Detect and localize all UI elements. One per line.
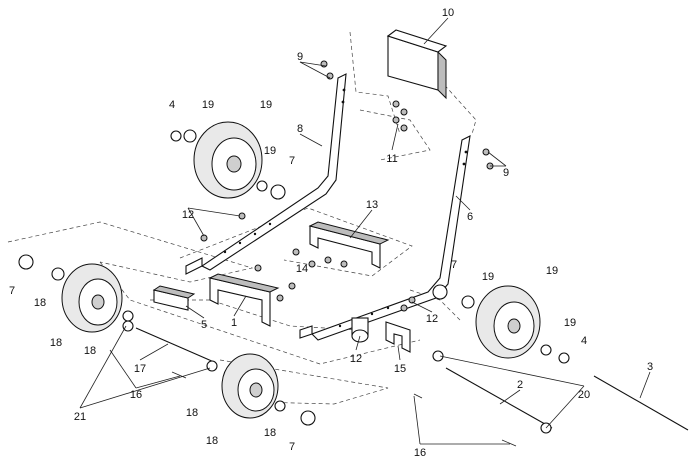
- callout-c8: 8: [297, 123, 303, 135]
- callout-c18a: 18: [34, 297, 46, 309]
- callout-c10: 10: [442, 7, 454, 19]
- wheel-bottom: [221, 353, 279, 419]
- callout-c9a: 9: [297, 51, 303, 63]
- callout-c18f: 18: [264, 427, 276, 439]
- callout-c20: 20: [578, 389, 590, 401]
- bracket-1: [208, 273, 280, 327]
- callout-c19b: 19: [260, 99, 272, 111]
- callout-c12a: 12: [182, 209, 194, 221]
- callout-c5: 5: [201, 319, 207, 331]
- callout-c4a: 4: [169, 99, 175, 111]
- callout-c19d: 19: [482, 271, 494, 283]
- callout-c19a: 19: [202, 99, 214, 111]
- callout-c2: 2: [517, 379, 523, 391]
- callout-c18b: 18: [50, 337, 62, 349]
- callout-c19c: 19: [264, 145, 276, 157]
- wheel-right: [475, 285, 541, 359]
- callout-c9b: 9: [503, 167, 509, 179]
- cotter-pins-16: [171, 371, 517, 447]
- rear-handle-frame: [185, 73, 347, 275]
- callout-c18e: 18: [206, 435, 218, 447]
- bracket-15: [385, 321, 411, 353]
- callout-c12c: 12: [350, 353, 362, 365]
- callout-labels: 1234456777789910111212121314151616171818…: [9, 7, 653, 459]
- callout-c16b: 16: [414, 447, 426, 459]
- hardware: [18, 60, 570, 434]
- callout-c7a: 7: [289, 155, 295, 167]
- callout-c18c: 18: [84, 345, 96, 357]
- callout-c6: 6: [467, 211, 473, 223]
- callout-c13: 13: [366, 199, 378, 211]
- bracket-13: [308, 221, 390, 269]
- wheel-left: [61, 263, 123, 333]
- axle-2: [445, 367, 553, 429]
- callout-c14: 14: [296, 263, 308, 275]
- callout-c7b: 7: [9, 285, 15, 297]
- brace-5: [152, 285, 196, 311]
- callout-c19f: 19: [564, 317, 576, 329]
- axle-3: [593, 375, 689, 431]
- callout-c4b: 4: [581, 335, 587, 347]
- wheel-rear-top: [193, 121, 263, 199]
- callout-c3: 3: [647, 361, 653, 373]
- callout-c21: 21: [74, 411, 86, 423]
- front-handle-frame: [299, 135, 471, 341]
- callout-c7c: 7: [451, 259, 457, 271]
- callout-c11: 11: [386, 153, 397, 165]
- leader-lines: [79, 17, 651, 445]
- callout-c15: 15: [394, 363, 406, 375]
- callout-c18d: 18: [186, 407, 198, 419]
- callout-c1: 1: [231, 317, 237, 329]
- axle-17: [135, 327, 215, 363]
- callout-c17: 17: [134, 363, 146, 375]
- callout-c7d: 7: [289, 441, 295, 453]
- callout-c12b: 12: [426, 313, 438, 325]
- callout-c19e: 19: [546, 265, 558, 277]
- spacer-12: [351, 317, 369, 343]
- callout-c16a: 16: [130, 389, 142, 401]
- cover-plate: [386, 29, 448, 100]
